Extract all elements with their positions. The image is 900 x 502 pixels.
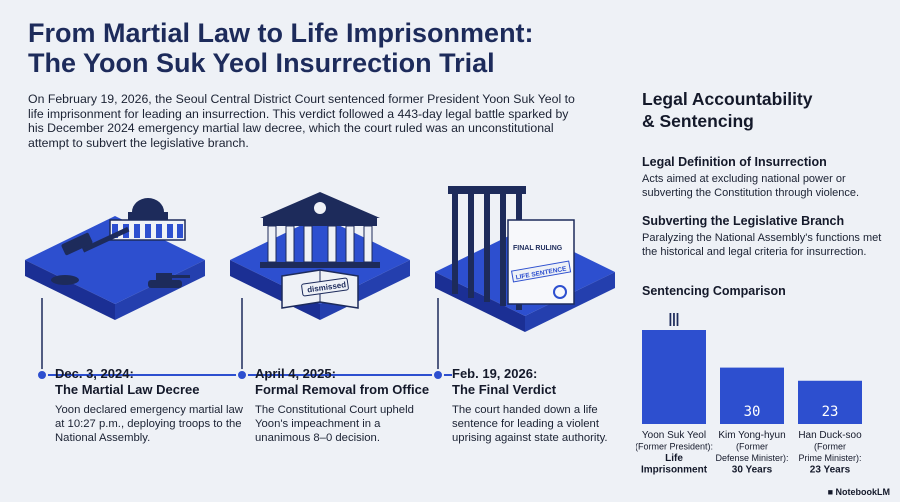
event-description: Yoon declared emergency martial law at 1… <box>55 404 243 444</box>
event-date: Feb. 19, 2026: <box>452 366 538 381</box>
timeline-dot-1 <box>36 369 48 381</box>
section-heading-insurrection: Legal Definition of Insurrection <box>642 155 827 169</box>
timeline-event-2: April 4, 2025: Formal Removal from Offic… <box>255 366 430 445</box>
event-title: Formal Removal from Office <box>255 382 430 397</box>
sentencing-chart: Ⅲ Yoon Suk Yeol(Former President):LifeImp… <box>636 310 862 476</box>
bar-label-2: 23 <box>822 404 839 420</box>
bar-1 <box>720 367 784 424</box>
sidebar-title-line-2: & Sentencing <box>642 111 754 131</box>
category-label: Defense Minister): <box>715 453 788 463</box>
event-description: The Constitutional Court upheld Yoon's i… <box>255 404 414 444</box>
title-line-1: From Martial Law to Life Imprisonment: <box>28 18 534 48</box>
section-text-insurrection: Acts aimed at excluding national power o… <box>642 173 860 199</box>
court-illustration: dismissed <box>230 192 410 320</box>
capitol-gavel-illustration <box>25 198 205 320</box>
category-label: Han Duck-soo <box>798 430 862 441</box>
bar-0 <box>642 330 706 424</box>
brand-label: NotebookLM <box>835 487 891 497</box>
category-label: (Former President): <box>636 442 713 452</box>
event-date: Dec. 3, 2024: <box>55 366 134 381</box>
timeline-event-3: Feb. 19, 2026: The Final Verdict The cou… <box>452 366 612 445</box>
footer-brand: ■ NotebookLM <box>827 487 891 497</box>
timeline-illustrations: dismissed FINAL RULING LIFE SENTENCE <box>25 186 615 374</box>
timeline-dot-3 <box>432 369 444 381</box>
page-title: From Martial Law to Life Imprisonment: T… <box>28 18 628 78</box>
prison-illustration: FINAL RULING LIFE SENTENCE <box>435 186 615 332</box>
category-label: Kim Yong-hyun <box>718 430 785 441</box>
sentencing-title: Sentencing Comparison <box>642 284 786 298</box>
category-label: Life <box>665 453 683 464</box>
bar-label-0: Ⅲ <box>668 310 680 331</box>
section-text-legislative: Paralyzing the National Assembly's funct… <box>642 232 882 258</box>
category-label: Yoon Suk Yeol <box>642 430 706 441</box>
timeline-dot-2 <box>236 369 248 381</box>
sidebar-title: Legal Accountability & Sentencing <box>642 88 882 132</box>
sidebar-title-line-1: Legal Accountability <box>642 89 813 109</box>
bar-label-1: 30 <box>744 404 761 420</box>
event-title: The Final Verdict <box>452 382 557 397</box>
bar-2 <box>798 380 862 424</box>
event-date: April 4, 2025: <box>255 366 336 381</box>
section-heading-legislative: Subverting the Legislative Branch <box>642 214 845 228</box>
timeline-event-1: Dec. 3, 2024: The Martial Law Decree Yoo… <box>55 366 245 445</box>
category-label: Imprisonment <box>641 465 708 476</box>
final-ruling-label: FINAL RULING <box>513 245 563 252</box>
category-label: (Former <box>814 442 846 452</box>
event-title: The Martial Law Decree <box>55 382 200 397</box>
title-line-2: The Yoon Suk Yeol Insurrection Trial <box>28 48 495 78</box>
category-label: 23 Years <box>810 465 851 476</box>
category-label: 30 Years <box>732 465 773 476</box>
category-label: (Former <box>736 442 768 452</box>
intro-paragraph: On February 19, 2026, the Seoul Central … <box>28 92 575 150</box>
event-description: The court handed down a life sentence fo… <box>452 404 608 444</box>
category-label: Prime Minister): <box>798 453 861 463</box>
